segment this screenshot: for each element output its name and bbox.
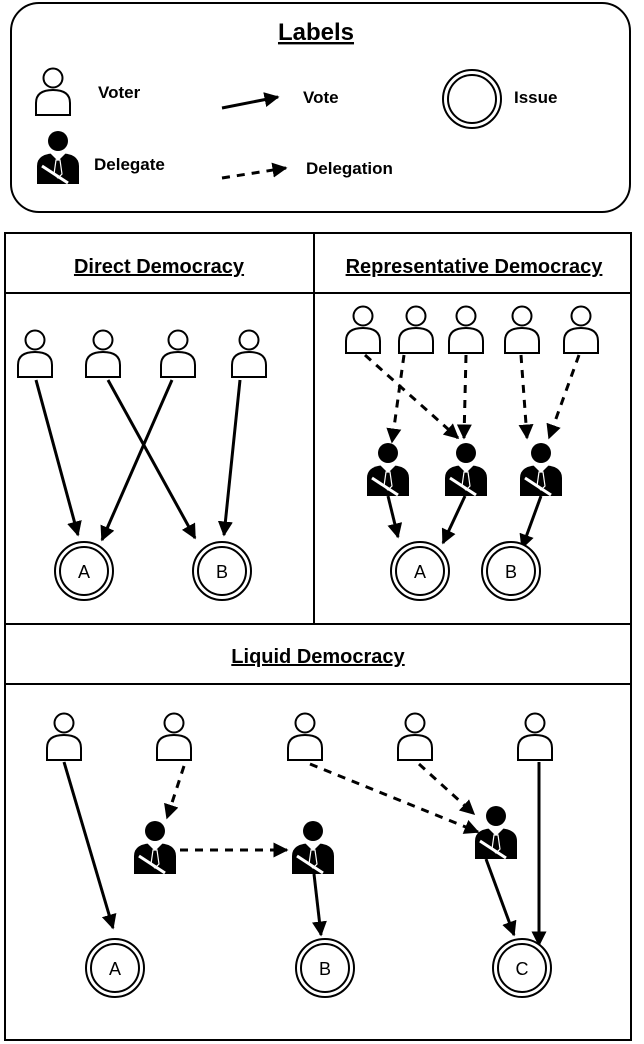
delegate-icon [443,441,489,498]
voter-icon [287,712,323,761]
delegation-arrow [417,762,476,816]
voter-icon [345,305,381,354]
vote-arrow-icon [221,92,280,110]
representative-democracy-panel: Representative Democracy A B [345,256,604,601]
liquid-democracy-title: Liquid Democracy [231,646,405,668]
legend-delegation-label: Delegation [306,159,393,178]
voter-icon [398,305,434,354]
delegation-arrow [456,354,472,440]
voter-icon [504,305,540,354]
voter-icon [563,305,599,354]
delegate-icon [132,819,178,876]
vote-arrow [106,379,197,540]
direct-democracy-title: Direct Democracy [74,256,245,278]
voter-icon [397,712,433,761]
vote-arrow [441,495,467,545]
vote-arrow [100,379,174,542]
legend-delegate-label: Delegate [94,155,165,174]
voter-icon [156,712,192,761]
issue-icon [442,69,502,129]
vote-arrow [312,873,327,937]
voter-icon [85,329,121,378]
legend-vote-label: Vote [303,88,339,107]
voter-icon [46,712,82,761]
voter-icon [231,329,267,378]
vote-arrow [34,379,82,537]
voter-icon [17,329,53,378]
vote-arrow [62,761,117,930]
delegation-arrow [309,762,480,834]
delegate-icon [365,441,411,498]
delegation-arrow [386,354,406,444]
delegation-arrow [164,765,186,820]
vote-arrow [217,379,242,537]
delegation-arrow [518,354,534,440]
issue-label: A [78,562,90,582]
legend-voter-label: Voter [98,83,141,102]
panel-grid [4,232,632,1041]
legend-title: Labels [278,19,354,46]
voter-icon [448,305,484,354]
legend-box: Labels Voter Vote Issue Delegate Delegat… [10,2,631,213]
delegate-icon [290,819,336,876]
issue-label: A [109,959,121,979]
voter-icon [160,329,196,378]
delegate-icon [473,804,519,861]
issue-label: B [216,562,228,582]
delegation-arrow [546,354,581,440]
issue-label: B [505,562,517,582]
vote-arrow [484,858,517,937]
delegation-arrow [364,353,460,440]
legend-issue-label: Issue [514,88,557,107]
direct-democracy-panel: Direct Democracy A B [17,256,267,601]
voter-icon [517,712,553,761]
issue-label: A [414,562,426,582]
delegation-arrow-icon [221,162,288,180]
vote-arrow [386,495,403,539]
representative-democracy-title: Representative Democracy [346,256,604,278]
delegate-icon [518,441,564,498]
liquid-democracy-panel: Liquid Democracy A B C [46,646,553,998]
issue-label: B [319,959,331,979]
issue-label: C [516,959,529,979]
vote-arrow [519,495,543,550]
